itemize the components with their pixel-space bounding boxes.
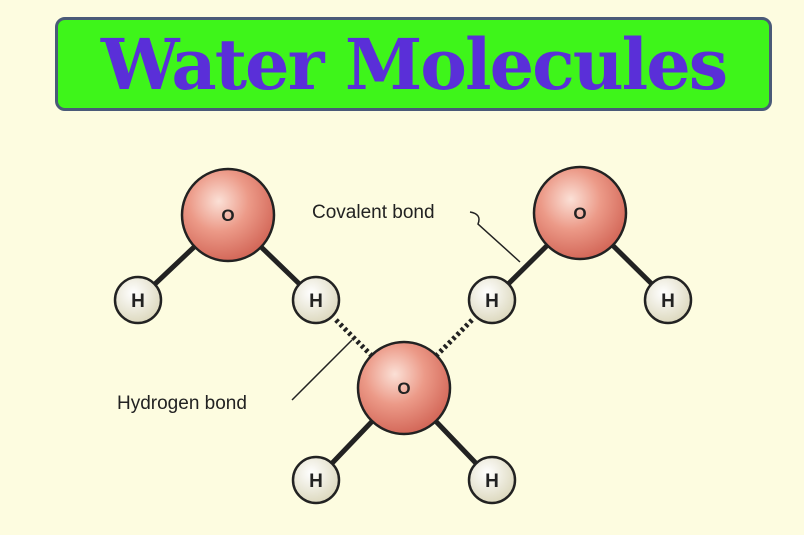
hydrogen-label: H <box>131 291 145 312</box>
hydrogen-bonds <box>334 318 474 366</box>
hydrogen-atom <box>113 275 163 325</box>
hydrogen-atom <box>291 275 341 325</box>
oxygen-atom <box>532 165 628 261</box>
hydrogen-bond-label: Hydrogen bond <box>117 393 247 414</box>
oxygen-label: O <box>573 204 586 223</box>
hydrogen-atom <box>291 455 341 505</box>
oxygen-atom <box>180 167 276 263</box>
hydrogen-label: H <box>309 291 323 312</box>
covalent-leader-line <box>469 211 521 263</box>
title-banner: Water Molecules <box>55 17 772 111</box>
hydrogen-label: H <box>309 471 323 492</box>
oxygen-label: O <box>397 379 410 398</box>
molecule-left: O H H <box>113 167 341 325</box>
hydrogen-atom <box>643 275 693 325</box>
hydrogen-label: H <box>485 291 499 312</box>
hydrogen-atom <box>467 275 517 325</box>
hydrogen-atom <box>467 455 517 505</box>
hydrogen-leader-line <box>291 339 353 401</box>
hydrogen-label: H <box>661 291 675 312</box>
covalent-bond-label: Covalent bond <box>312 202 435 223</box>
molecule-right: O H H <box>467 165 693 325</box>
hydrogen-label: H <box>485 471 499 492</box>
molecule-bottom: O H H <box>291 340 517 505</box>
oxygen-atom <box>356 340 452 436</box>
title: Water Molecules <box>100 22 728 106</box>
oxygen-label: O <box>221 206 234 225</box>
